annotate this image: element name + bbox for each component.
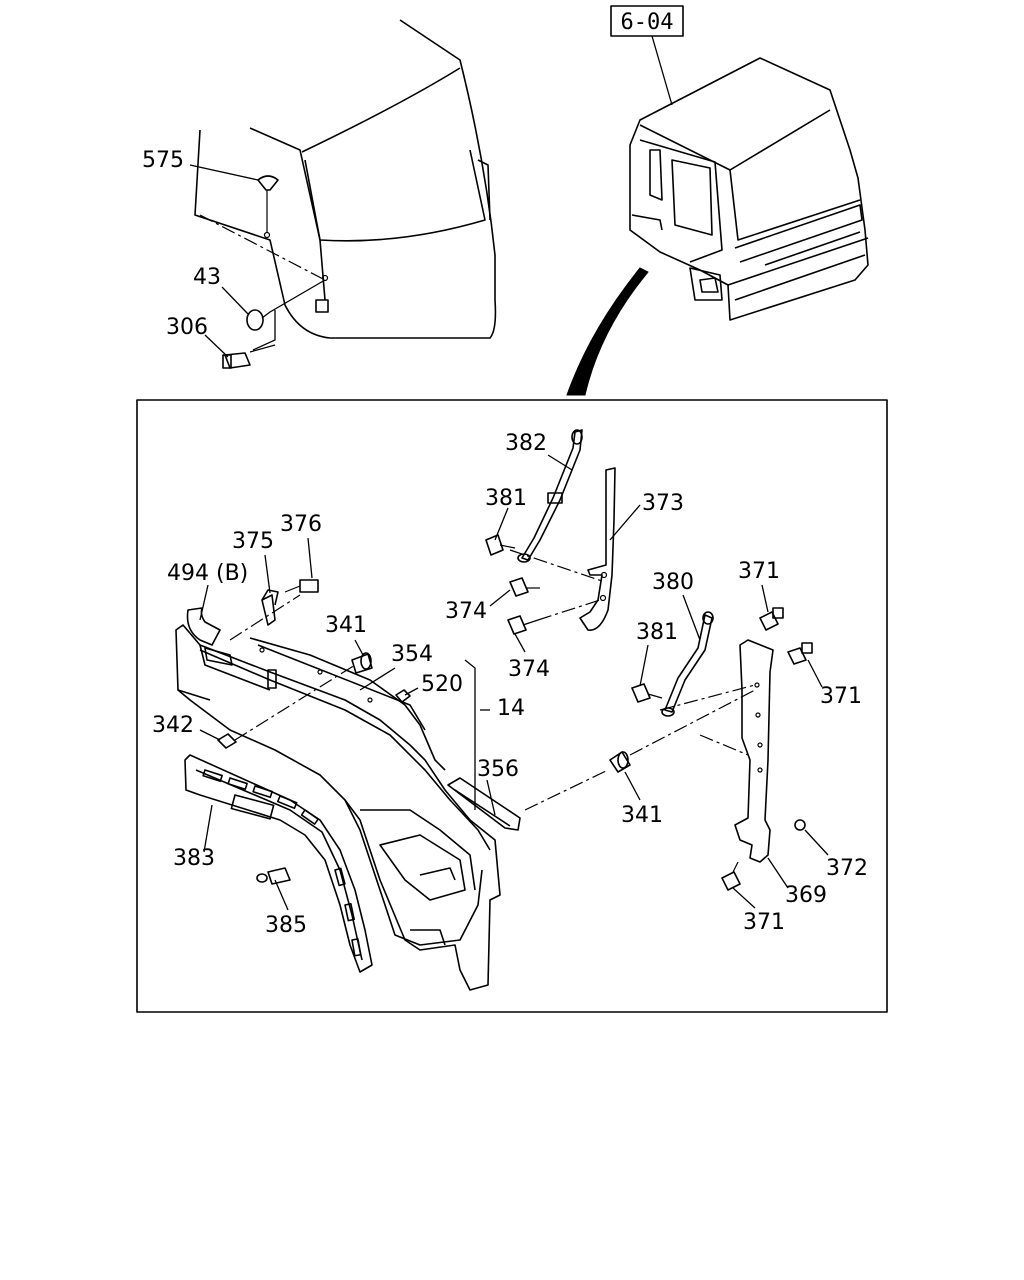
upper-fasteners [217,652,411,749]
label-494b: 494 (B) [167,561,248,586]
truck-cab-overview [629,57,869,321]
brace-380 [661,611,714,717]
washer-372 [794,819,806,831]
brace-382 [517,429,583,563]
label-371-lower: 371 [743,910,785,935]
bracket-373 [579,467,616,631]
label-371-upper: 371 [738,559,780,584]
label-374-lower: 374 [508,657,550,682]
label-575: 575 [142,148,184,173]
reinforcement-356 [447,777,521,831]
side-trim-strip [184,754,373,973]
alignment-line [659,684,756,711]
label-380: 380 [652,570,694,595]
alignment-line-2 [699,734,749,756]
label-306: 306 [166,315,208,340]
label-371-right: 371 [820,684,862,709]
bolt-381-lower [631,683,663,703]
callout-arrow [566,267,649,396]
label-382: 382 [505,431,547,456]
label-372: 372 [826,856,868,881]
label-381-upper: 381 [485,486,527,511]
label-374-upper: 374 [445,599,487,624]
label-354: 354 [391,642,433,667]
reference-box-label: 6-04 [621,10,674,35]
label-520: 520 [421,672,463,697]
label-341-upper: 341 [325,613,367,638]
label-383: 383 [173,846,215,871]
reference-callout: 6-04 [610,5,684,106]
fender-panel [175,624,501,991]
detail-frame [136,399,888,1013]
label-43: 43 [193,265,221,290]
cab-corner-detail [194,19,497,369]
label-385: 385 [265,913,307,938]
part-labels: 575 43 306 382 381 373 376 375 494 (B) 3… [142,148,868,938]
label-14: 14 [497,696,525,721]
label-381-lower: 381 [636,620,678,645]
label-376: 376 [280,512,322,537]
label-369: 369 [785,883,827,908]
label-341-lower: 341 [621,803,663,828]
clip-385 [256,867,291,885]
label-342: 342 [152,713,194,738]
bracket-369 [734,639,774,863]
bolts-371 [721,607,813,891]
bolts-374 [507,577,601,635]
leader-lines [189,164,829,911]
label-356: 356 [477,757,519,782]
label-373: 373 [642,491,684,516]
bracket-375 [229,579,319,641]
bolt-381-upper [485,534,606,583]
plug-341-lower [524,689,756,811]
label-375: 375 [232,529,274,554]
